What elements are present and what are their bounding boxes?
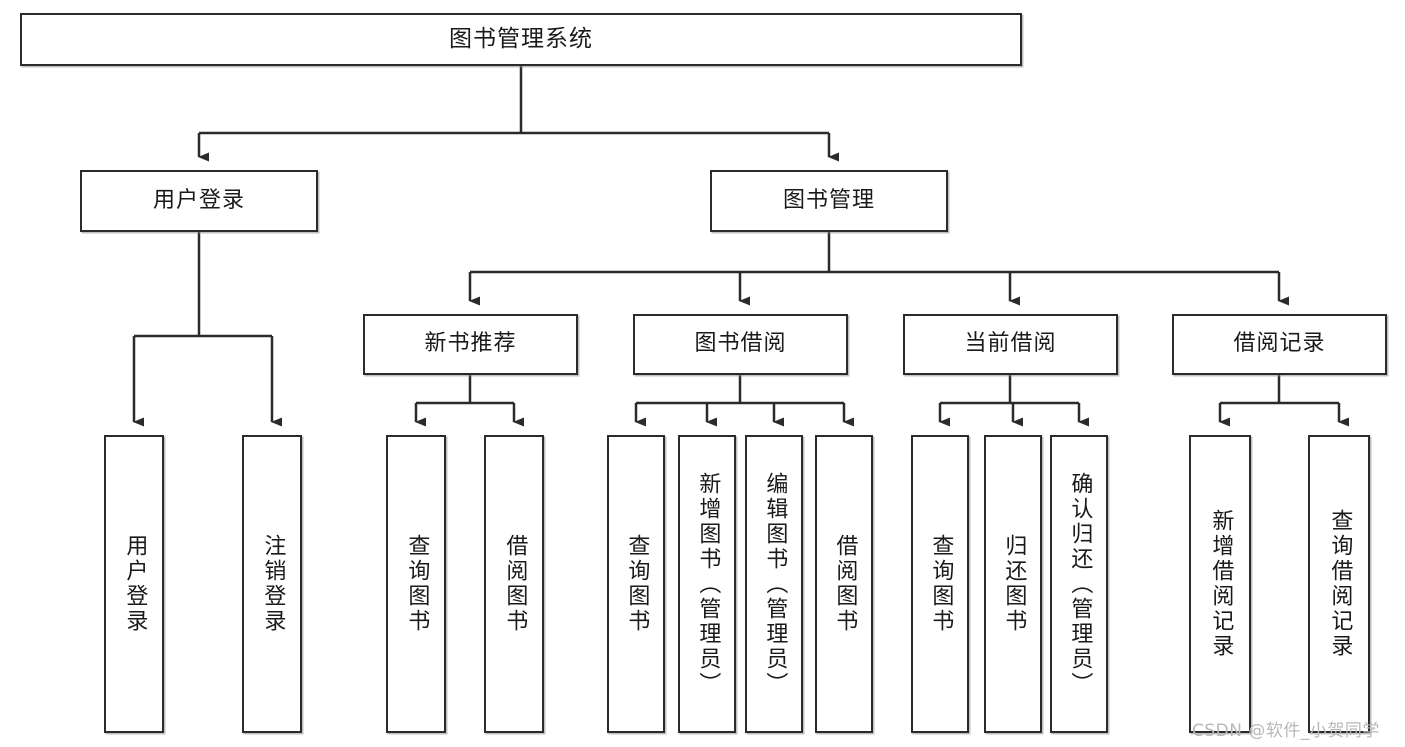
node-label: 借阅记录 xyxy=(1233,331,1326,357)
node-label: 编辑图书（管理员） xyxy=(762,471,788,697)
node-book-borrow[interactable]: 图书借阅 xyxy=(633,314,848,375)
node-label: 查询图书 xyxy=(404,534,430,634)
node-user-login[interactable]: 用户登录 xyxy=(80,170,318,232)
node-label: 借阅图书 xyxy=(832,534,858,634)
node-label: 图书借阅 xyxy=(694,331,787,357)
node-label: 确认归还（管理员） xyxy=(1067,471,1093,697)
node-current-borrow[interactable]: 当前借阅 xyxy=(903,314,1118,375)
leaf-query-book-recommend[interactable]: 查询图书 xyxy=(386,435,446,733)
leaf-user-login[interactable]: 用户登录 xyxy=(104,435,164,733)
leaf-query-book-borrow[interactable]: 查询图书 xyxy=(607,435,665,733)
leaf-logout[interactable]: 注销登录 xyxy=(242,435,302,733)
leaf-query-borrow-record[interactable]: 查询借阅记录 xyxy=(1308,435,1370,733)
node-label: 用户登录 xyxy=(152,187,245,213)
leaf-confirm-return-admin[interactable]: 确认归还（管理员） xyxy=(1050,435,1108,733)
leaf-edit-book-admin[interactable]: 编辑图书（管理员） xyxy=(745,435,803,733)
node-label: 图书管理系统 xyxy=(449,25,593,52)
watermark: CSDN @软件_小贺同学 xyxy=(1192,721,1380,741)
node-label: 查询借阅记录 xyxy=(1327,509,1353,659)
node-label: 查询图书 xyxy=(624,534,650,634)
node-borrow-record[interactable]: 借阅记录 xyxy=(1172,314,1387,375)
node-label: 借阅图书 xyxy=(502,534,528,634)
node-label: 新增图书（管理员） xyxy=(695,471,721,697)
leaf-return-book[interactable]: 归还图书 xyxy=(984,435,1042,733)
node-new-book-recommend[interactable]: 新书推荐 xyxy=(363,314,578,375)
leaf-borrow-book-recommend[interactable]: 借阅图书 xyxy=(484,435,544,733)
leaf-add-borrow-record[interactable]: 新增借阅记录 xyxy=(1189,435,1251,733)
node-label: 查询图书 xyxy=(928,534,954,634)
leaf-query-book-current[interactable]: 查询图书 xyxy=(911,435,969,733)
node-label: 图书管理 xyxy=(782,187,875,213)
node-label: 当前借阅 xyxy=(964,331,1057,357)
leaf-add-book-admin[interactable]: 新增图书（管理员） xyxy=(678,435,736,733)
node-label: 归还图书 xyxy=(1001,534,1027,634)
node-label: 用户登录 xyxy=(122,534,148,634)
node-label: 注销登录 xyxy=(260,534,286,634)
node-label: 新书推荐 xyxy=(424,331,517,357)
node-book-management[interactable]: 图书管理 xyxy=(710,170,948,232)
leaf-borrow-book[interactable]: 借阅图书 xyxy=(815,435,873,733)
node-label: 新增借阅记录 xyxy=(1208,509,1234,659)
node-root[interactable]: 图书管理系统 xyxy=(20,13,1022,66)
